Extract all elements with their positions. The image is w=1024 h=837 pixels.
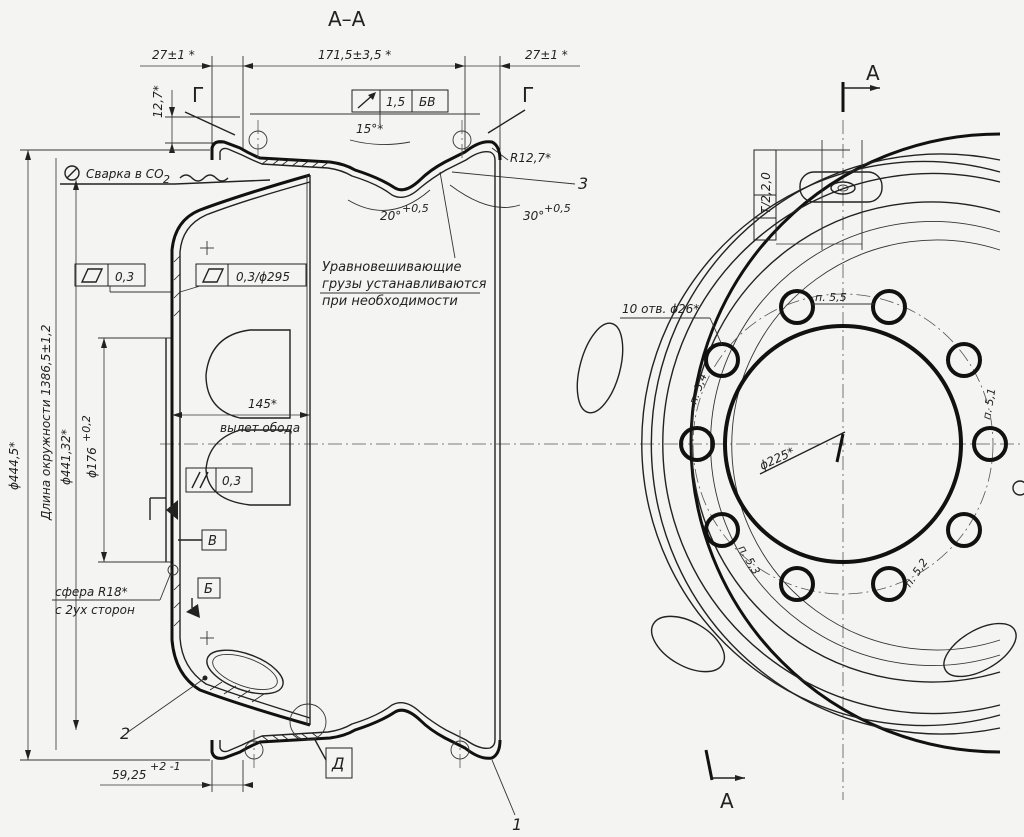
- section-marker-top: А: [866, 61, 880, 85]
- flatness-frame-1: 0,3: [74, 263, 172, 293]
- welding-label-sub: 2: [163, 173, 170, 186]
- offset-label: вылет обода: [220, 421, 300, 435]
- flatness-1-value: 0,3: [115, 270, 134, 284]
- flange-height-dimension: 12,7*: [151, 85, 240, 153]
- flatness-frame-2: 0,3/ϕ295: [179, 263, 307, 293]
- gap-1: п. 5,5: [815, 291, 847, 304]
- section-title: А–А: [328, 7, 366, 31]
- datum-d: Д: [313, 737, 353, 779]
- offset-dimension: 145* вылет обода: [172, 397, 310, 435]
- dim-dia-44132: ϕ441,32*: [59, 429, 73, 485]
- dim-bottom: 59,25: [112, 768, 146, 782]
- dim-left-offset: 27±1 *: [152, 48, 195, 62]
- top-dimensions: 27±1 * 171,5±3,5 * 27±1 *: [140, 48, 580, 150]
- balancing-weights-note: Уравновешивающие грузы устанавливаются п…: [320, 171, 487, 309]
- angle-30-tol: +0,5: [544, 202, 571, 215]
- rim-section: [160, 120, 1024, 770]
- weights-line-1: Уравновешивающие: [322, 260, 462, 275]
- gap-4: п. 5,3: [735, 543, 762, 577]
- front-view: ϕ225* 10 отв. ϕ26* п. 5,5 п. 5,4 п. 5,1 …: [576, 120, 1024, 800]
- sphere-line-1: сфера R18*: [55, 585, 128, 599]
- runout-tolerance-frame: 1,5 БВ: [250, 89, 480, 125]
- left-dimensions: ϕ444,5* Длина окружности 1386,5±1,2 ϕ441…: [7, 149, 210, 761]
- datum-be-label: Б: [204, 582, 213, 597]
- holes-note: 10 отв. ϕ26*: [622, 302, 699, 316]
- dim-right-offset: 27±1 *: [525, 48, 568, 62]
- datum-b-label: В: [208, 534, 217, 549]
- datum-d-label: Д: [331, 754, 345, 773]
- gamma-right-label: Г: [522, 83, 534, 107]
- gap-2: п. 5,4: [687, 372, 710, 406]
- gap-3: п. 5,1: [980, 387, 998, 420]
- runout-value: 1,5: [386, 95, 405, 109]
- welding-note: Сварка в CO 2: [60, 165, 271, 186]
- sphere-line-2: с 2ух сторон: [55, 603, 135, 617]
- bottom-dimension: 59,25 +2 -1: [100, 760, 253, 792]
- dim-radius: R12,7*: [510, 151, 551, 165]
- dim-dia-225: ϕ225*: [757, 444, 796, 472]
- dim-dia-4445: ϕ444,5*: [7, 442, 21, 490]
- sphere-note: сфера R18* с 2ух сторон: [52, 564, 179, 617]
- part-1-label: 1: [512, 815, 522, 834]
- section-cut-top: А: [841, 61, 880, 112]
- gap-5: п. 5,2: [902, 556, 931, 589]
- datum-b: В: [149, 497, 227, 551]
- part-2-label: 2: [120, 724, 130, 743]
- gamma-left-label: Г: [192, 83, 204, 107]
- part-3-label: 3: [578, 174, 588, 193]
- flatness-2-value: 0,3/ϕ295: [236, 270, 290, 284]
- angle-30: 30°: [523, 209, 544, 223]
- dim-offset: 145*: [248, 397, 277, 411]
- weights-line-2: грузы устанавливаются: [322, 277, 487, 292]
- section-marker-bottom: А: [720, 789, 734, 813]
- dim-dia-176: ϕ176: [85, 447, 99, 478]
- angle-20: 20°: [380, 209, 401, 223]
- datum-be: Б: [186, 577, 221, 618]
- dim-bottom-tol: +2 -1: [150, 760, 181, 773]
- weights-line-3: при необходимости: [322, 294, 458, 309]
- dim-circumference: Длина окружности 1386,5±1,2: [39, 325, 53, 522]
- angle-20-tol: +0,5: [402, 202, 429, 215]
- welding-label: Сварка в CO: [86, 167, 164, 181]
- runout-datum: БВ: [419, 95, 435, 109]
- section-cut-bottom: А: [704, 749, 745, 813]
- dim-flange-height: 12,7*: [151, 85, 165, 118]
- dim-width: 171,5±3,5 *: [318, 48, 391, 62]
- parallelism-frame: 0,3: [185, 467, 253, 493]
- angle-15: 15°*: [356, 122, 383, 136]
- dim-dia-176-tol: +0,2: [80, 415, 93, 442]
- parallelism-value: 0,3: [222, 474, 241, 488]
- t-half-label: T/2,2,0: [759, 172, 773, 214]
